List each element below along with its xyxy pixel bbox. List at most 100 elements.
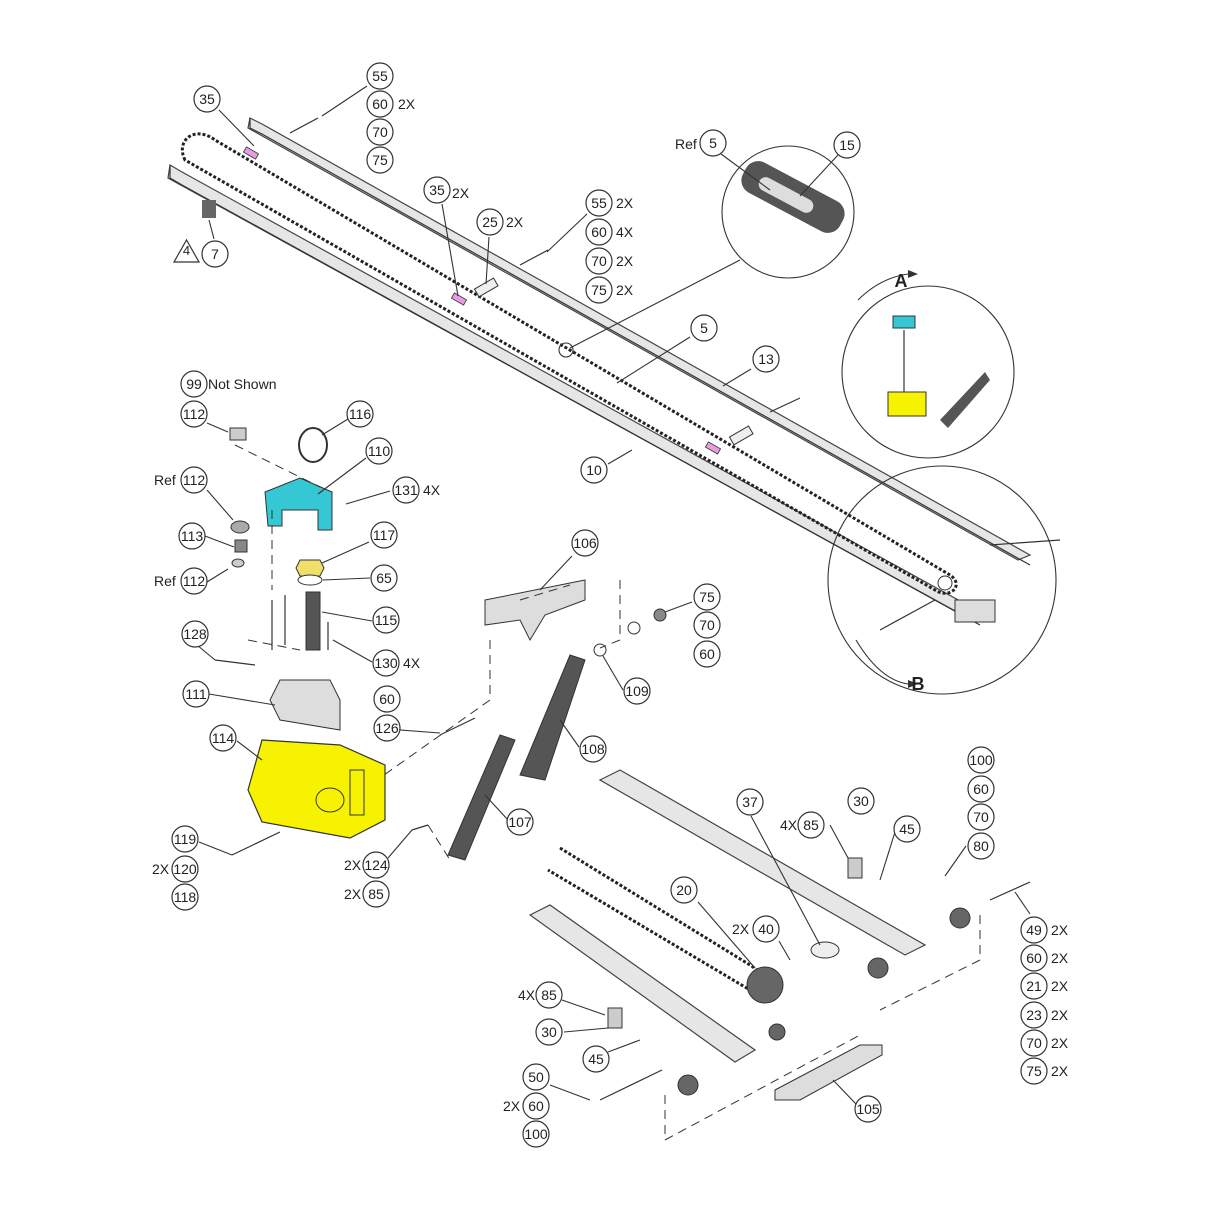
quantity-s70b: 2X [616, 253, 634, 269]
balloon-circle [699, 129, 727, 157]
quantity-s60b: 4X [616, 224, 634, 240]
balloon-number: 35 [429, 182, 445, 198]
balloon-circle [423, 176, 451, 204]
roller-wheel-d [768, 1023, 786, 1041]
balloon-number: 55 [591, 195, 607, 211]
balloon-circle [1020, 1029, 1048, 1057]
pin-128 [214, 659, 256, 666]
balloon-circle [582, 1045, 610, 1073]
leader-lines [196, 85, 1031, 1105]
washer-75 [627, 621, 641, 635]
balloon-b124: 124 [362, 851, 390, 879]
quantity-s60g: 2X [503, 1098, 521, 1114]
balloon-b45b: 45 [582, 1045, 610, 1073]
balloon-b5ref: 5 [699, 129, 727, 157]
balloon-b20: 20 [670, 876, 698, 904]
balloon-b75a: 75 [366, 146, 394, 174]
note-ref-112-bottom: Ref [154, 573, 176, 589]
detail-a-circle [841, 285, 1015, 459]
balloon-number: 49 [1026, 922, 1042, 938]
pin-25 [473, 277, 499, 298]
quantity-s85c: 4X [518, 987, 536, 1003]
bracket-106 [484, 579, 586, 642]
dash-4 [383, 640, 491, 776]
balloon-number: 10 [586, 462, 602, 478]
balloon-b99: 99 [180, 370, 208, 398]
balloon-circle [693, 640, 721, 668]
balloon-number: 75 [372, 152, 388, 168]
balloon-number: 35 [199, 91, 215, 107]
balloon-circle [579, 735, 607, 763]
balloon-b113: 113 [178, 522, 206, 550]
nut-75 [653, 608, 667, 622]
balloon-b35b: 35 [423, 176, 451, 204]
balloon-number: 111 [185, 686, 206, 702]
balloon-b45a: 45 [893, 815, 921, 843]
balloon-circle [506, 808, 534, 836]
bolt-119 [231, 831, 281, 856]
balloon-number: 30 [853, 793, 869, 809]
detail-a-bracket [892, 315, 916, 329]
balloon-number: 45 [588, 1051, 604, 1067]
bolt-55-top [289, 117, 319, 134]
balloon-circle [522, 1120, 550, 1148]
balloon-number: 60 [372, 96, 388, 112]
balloon-number: 13 [758, 351, 774, 367]
quantity-s21: 2X [1051, 978, 1069, 994]
balloon-b13: 13 [752, 345, 780, 373]
arm-107 [447, 734, 516, 861]
balloon-number: 75 [591, 282, 607, 298]
balloon-number: 119 [174, 831, 197, 847]
balloon-b75b: 75 [585, 276, 613, 304]
balloon-b112a: 112 [180, 400, 208, 428]
revision-triangle-label: 4 [183, 243, 190, 258]
balloon-number: 5 [700, 320, 708, 336]
chain-5 [180, 132, 958, 595]
balloon-circle [171, 855, 199, 883]
ring-116 [298, 427, 328, 463]
balloon-number: 115 [375, 612, 398, 628]
balloon-number: 128 [183, 626, 207, 642]
balloon-b60g: 60 [522, 1092, 550, 1120]
balloon-number: 60 [591, 224, 607, 240]
balloon-number: 108 [581, 741, 605, 757]
balloon-number: 70 [591, 253, 607, 269]
balloon-b100a: 100 [967, 746, 995, 774]
detail-b-bracket [954, 599, 996, 623]
balloon-circle [362, 851, 390, 879]
bracket-110 [264, 477, 333, 531]
balloon-circle [623, 677, 651, 705]
balloon-circle [370, 564, 398, 592]
balloon-b70d: 70 [967, 803, 995, 831]
balloon-circle [585, 189, 613, 217]
balloon-b50: 50 [522, 1063, 550, 1091]
balloon-circle [752, 915, 780, 943]
rail-lower [528, 904, 757, 1063]
sprocket-20 [746, 966, 784, 1004]
detail-b [827, 465, 1061, 695]
pin-25-right [728, 425, 754, 446]
detail-b-circle [827, 465, 1057, 695]
balloon-circle [373, 685, 401, 713]
balloon-number: 105 [856, 1101, 880, 1117]
balloon-number: 37 [742, 794, 758, 810]
balloon-circle [693, 583, 721, 611]
balloon-b119: 119 [171, 825, 199, 853]
balloon-number: 85 [368, 886, 384, 902]
balloon-number: 23 [1026, 1007, 1042, 1023]
balloon-number: 85 [803, 817, 819, 833]
balloon-circle [362, 880, 390, 908]
quantity-s25: 2X [506, 214, 524, 230]
balloon-circle [797, 811, 825, 839]
balloon-number: 25 [482, 214, 498, 230]
balloon-circle [366, 118, 394, 146]
balloon-circle [180, 466, 208, 494]
balloon-b111: 111 [182, 680, 210, 708]
cap-112 [229, 427, 247, 441]
balloon-number: 60 [973, 781, 989, 797]
balloon-b105: 105 [854, 1095, 882, 1123]
balloon-number: 131 [394, 482, 418, 498]
balloon-number: 112 [183, 573, 206, 589]
